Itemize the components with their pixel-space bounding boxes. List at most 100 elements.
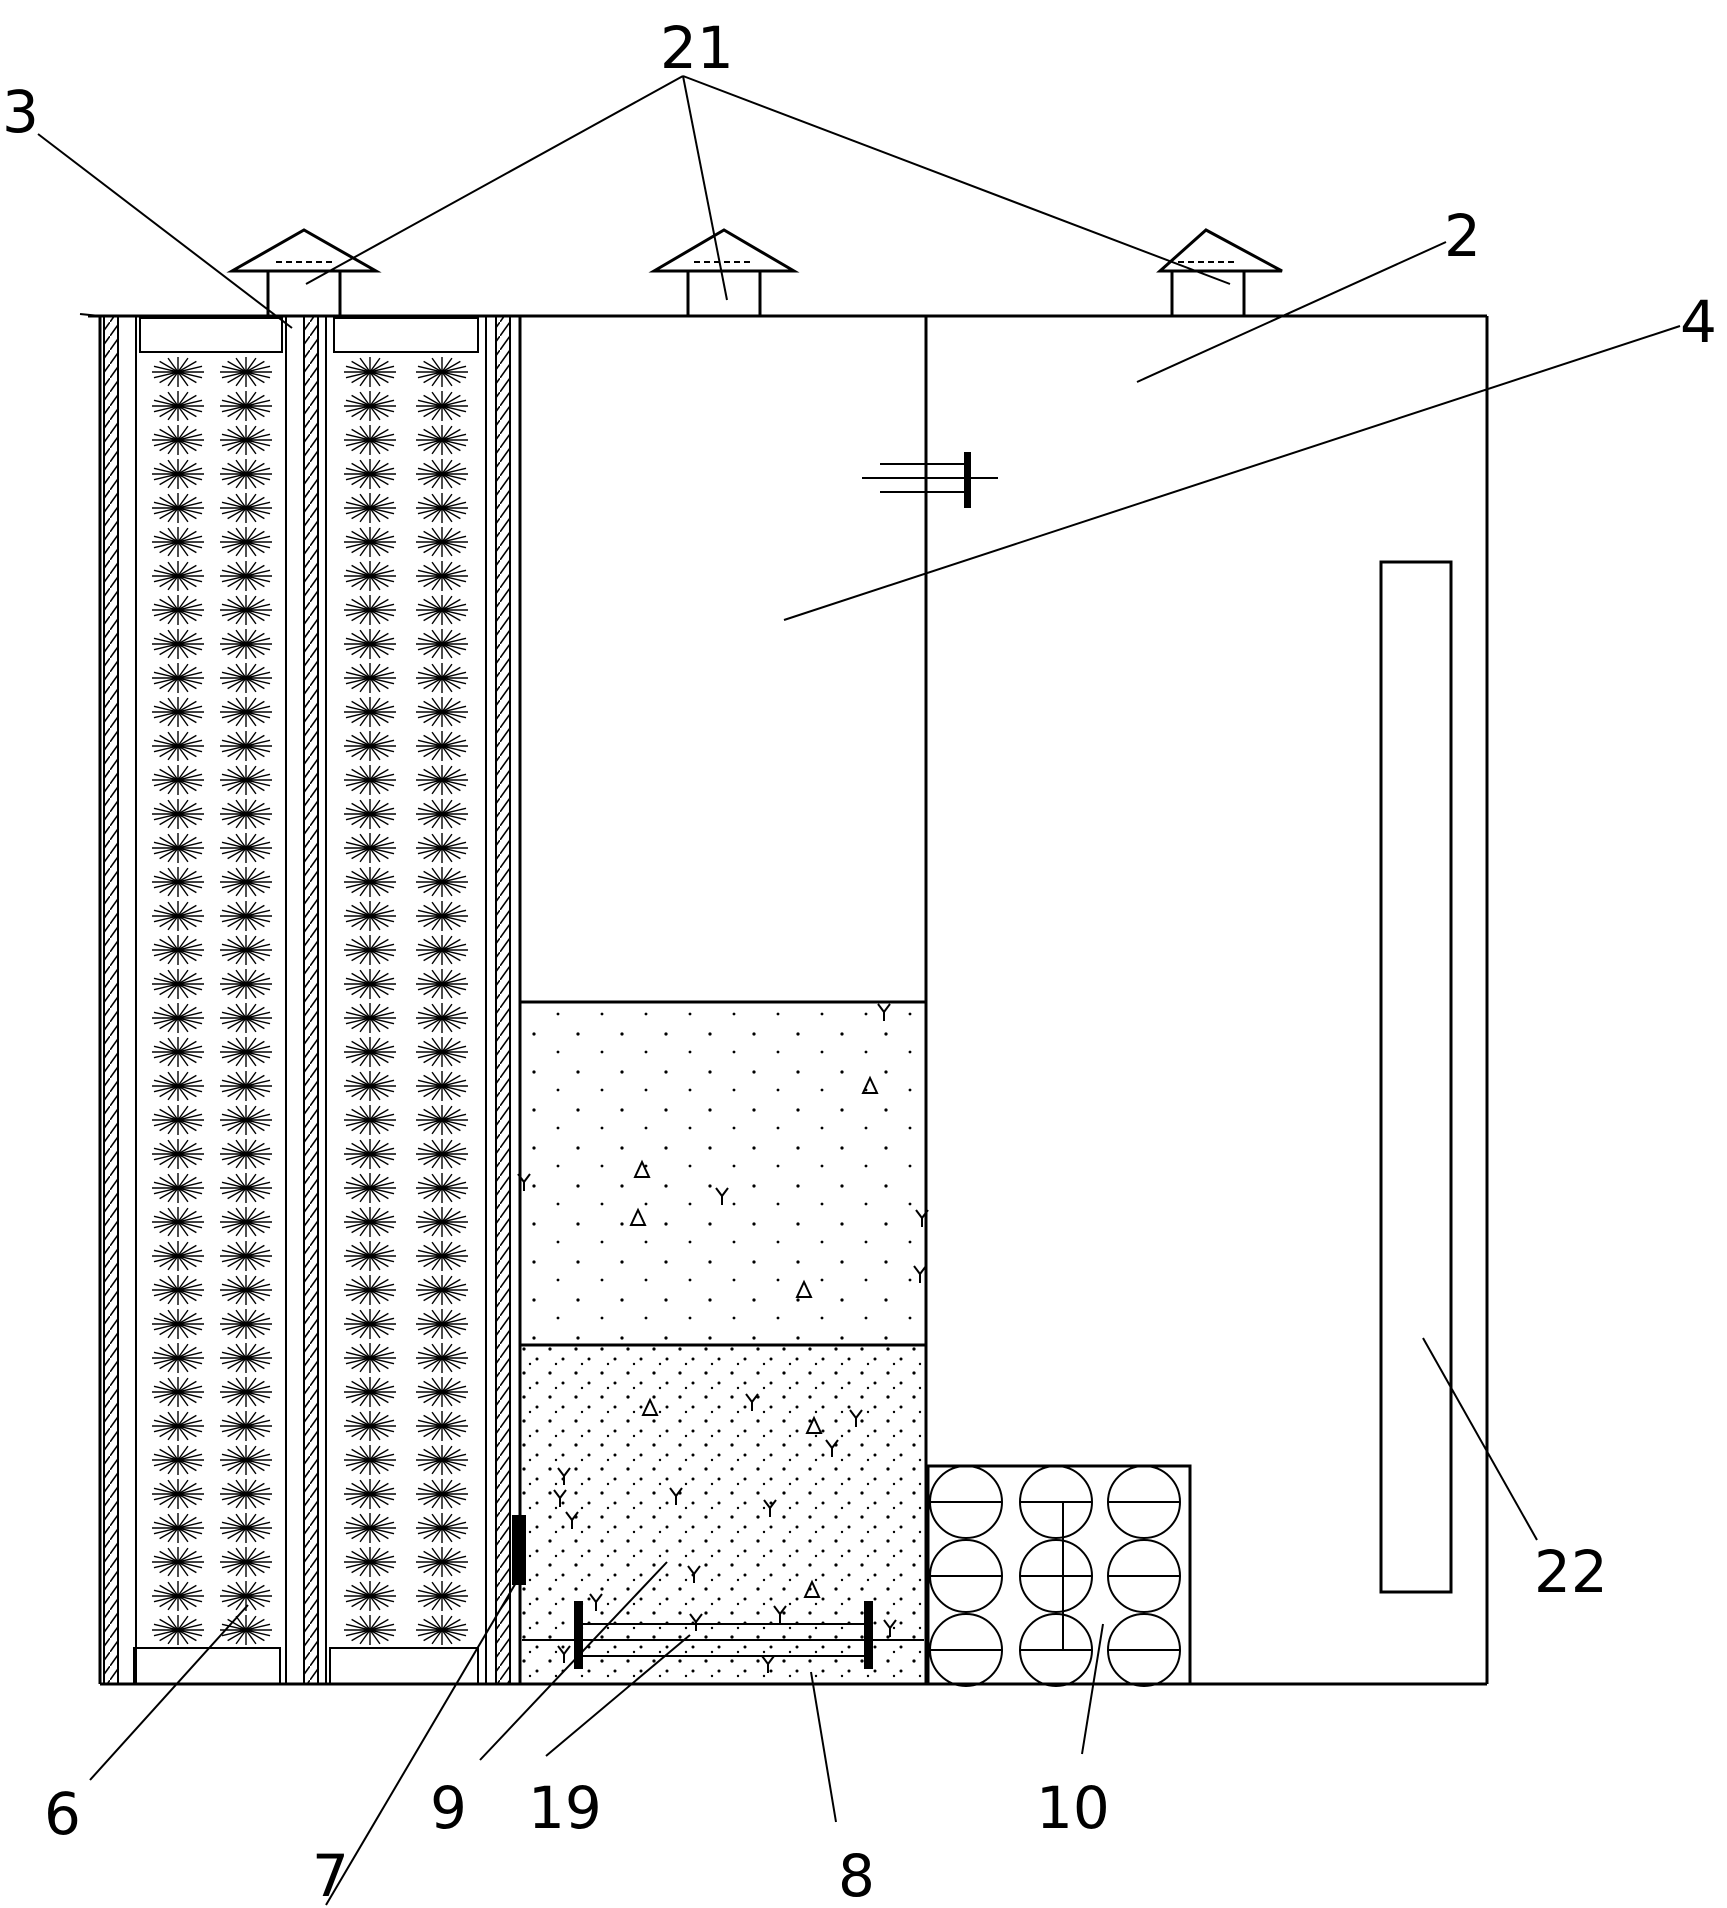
fiber-bundle — [416, 391, 468, 421]
fiber-bundle — [220, 595, 272, 625]
filter-ball — [1019, 1539, 1093, 1613]
fiber-bundle — [344, 459, 396, 489]
fiber-bundle — [416, 1479, 468, 1509]
fiber-bundle — [344, 697, 396, 727]
fiber-bundle — [152, 1037, 204, 1067]
fiber-bundle — [416, 493, 468, 523]
fiber-bundle — [416, 1343, 468, 1373]
fiber-bundle — [152, 799, 204, 829]
fiber-bundle — [344, 1377, 396, 1407]
fiber-bundle — [220, 833, 272, 863]
fiber-bundle — [344, 1003, 396, 1033]
label-19: 19 — [528, 1774, 602, 1842]
fiber-bundle — [344, 867, 396, 897]
hatched-walls — [103, 315, 511, 1685]
fiber-bundle — [344, 935, 396, 965]
fiber-bundle — [220, 1173, 272, 1203]
fiber-bundle — [220, 1071, 272, 1101]
fiber-bundle — [416, 765, 468, 795]
side-window — [1379, 560, 1453, 1594]
fiber-bundle — [152, 663, 204, 693]
fiber-bundle — [152, 1479, 204, 1509]
fiber-bundle — [416, 595, 468, 625]
fiber-bundle — [416, 1207, 468, 1237]
fiber-bundle — [344, 493, 396, 523]
label-4: 4 — [1680, 288, 1717, 356]
fiber-bundle — [344, 1173, 396, 1203]
fiber-bundle — [344, 1275, 396, 1305]
label-22: 22 — [1534, 1538, 1608, 1606]
fiber-bundle — [220, 493, 272, 523]
aeration-pipe — [522, 1601, 924, 1669]
label-21: 21 — [660, 14, 734, 82]
fiber-bundle — [344, 391, 396, 421]
fiber-bundle — [344, 1037, 396, 1067]
fiber-bundle — [416, 1581, 468, 1611]
fiber-bundle — [220, 1037, 272, 1067]
fiber-bundle — [220, 1139, 272, 1169]
fiber-bundle — [220, 799, 272, 829]
fiber-bundle — [344, 561, 396, 591]
fiber-bundle — [344, 1445, 396, 1475]
fiber-bundle — [416, 731, 468, 761]
fiber-bundle — [152, 357, 204, 387]
fiber-bundle — [416, 901, 468, 931]
filter-ball — [1107, 1613, 1181, 1687]
fiber-bundle — [152, 1275, 204, 1305]
fiber-bundle — [344, 799, 396, 829]
fiber-bundle — [220, 731, 272, 761]
fiber-bundle — [220, 969, 272, 999]
label-10: 10 — [1036, 1774, 1110, 1842]
fiber-bundle — [152, 391, 204, 421]
filter-ball — [1107, 1539, 1181, 1613]
fiber-bundle — [152, 969, 204, 999]
fiber-bundle — [152, 1343, 204, 1373]
pipe-valve — [862, 452, 998, 508]
fiber-bundle — [416, 697, 468, 727]
label-8: 8 — [838, 1842, 875, 1908]
fiber-bundle — [220, 527, 272, 557]
fiber-bundle — [416, 1547, 468, 1577]
filter-ball — [1019, 1613, 1093, 1687]
fiber-bundle — [220, 663, 272, 693]
fiber-bundle — [220, 1309, 272, 1339]
fiber-bundle — [220, 935, 272, 965]
fiber-bundle — [344, 1547, 396, 1577]
fiber-bundle — [220, 459, 272, 489]
fiber-bundle — [416, 1411, 468, 1441]
fiber-bundle — [416, 1275, 468, 1305]
fiber-bundle — [152, 867, 204, 897]
fiber-bundle — [152, 1547, 204, 1577]
fiber-bundle — [220, 561, 272, 591]
fiber-bundle — [416, 1377, 468, 1407]
fiber-bundle — [152, 527, 204, 557]
fiber-bundle — [220, 697, 272, 727]
filter-ball — [929, 1539, 1003, 1613]
fiber-bundle — [416, 1003, 468, 1033]
fiber-bundle — [344, 969, 396, 999]
fiber-bundle — [152, 629, 204, 659]
fiber-bundle — [152, 1445, 204, 1475]
fiber-bundle — [152, 697, 204, 727]
fiber-bundle — [152, 425, 204, 455]
leader-lines — [37, 75, 1681, 1906]
fiber-bundle — [416, 629, 468, 659]
fiber-bundle — [152, 1513, 204, 1543]
fiber-bundle — [152, 1139, 204, 1169]
fiber-bundle — [416, 1445, 468, 1475]
fiber-bundle — [416, 833, 468, 863]
filter-ball — [1019, 1465, 1093, 1539]
fiber-bundle — [152, 935, 204, 965]
fiber-bundle — [416, 1173, 468, 1203]
fiber-bundle — [220, 765, 272, 795]
fiber-bundle — [416, 1037, 468, 1067]
fiber-bundle — [152, 765, 204, 795]
fiber-bundle — [344, 595, 396, 625]
fiber-bundle — [344, 1105, 396, 1135]
media-column-right — [325, 316, 487, 1685]
fiber-bundle — [220, 425, 272, 455]
vent-cap-center — [648, 228, 800, 318]
fiber-bundle — [344, 1343, 396, 1373]
fiber-bundle — [220, 1343, 272, 1373]
label-6: 6 — [44, 1780, 81, 1848]
